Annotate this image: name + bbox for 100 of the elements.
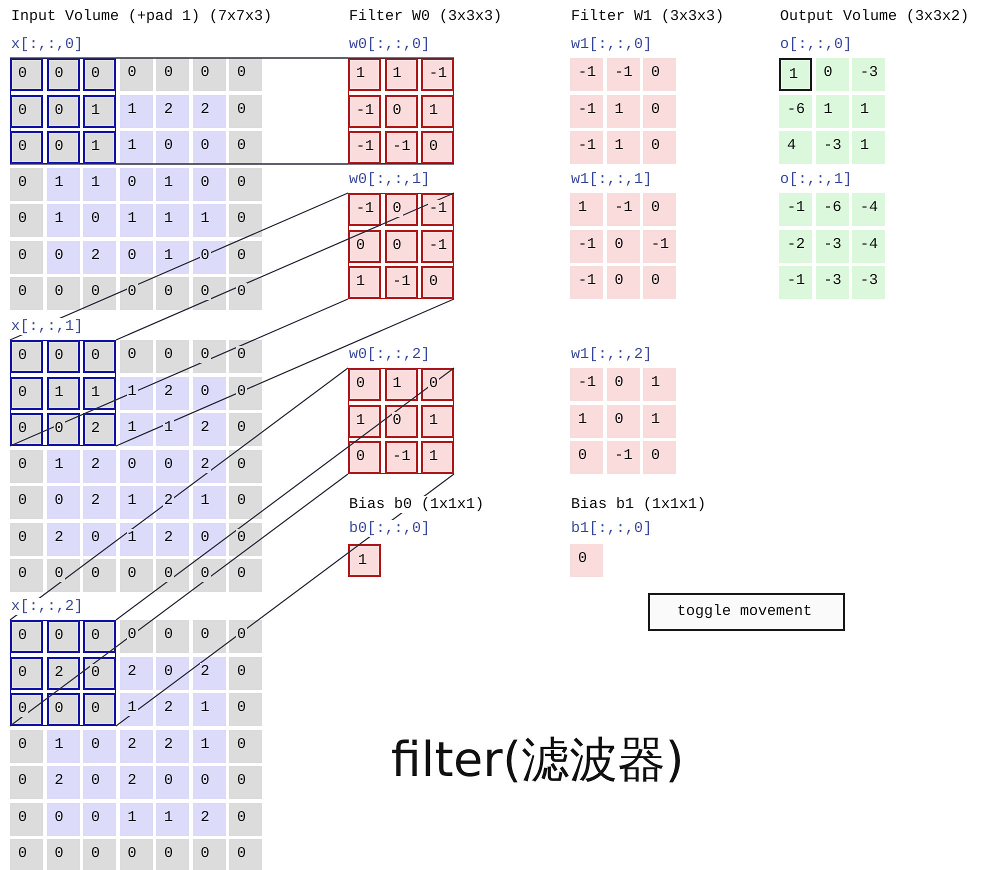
matrix-cell: 0 (120, 340, 152, 373)
matrix-cell: 1 (120, 522, 152, 556)
matrix-cell: 0 (83, 839, 116, 870)
matrix-cell: 0 (46, 277, 80, 310)
matrix-cell: -1 (421, 58, 454, 91)
matrix-cell: 0 (10, 522, 43, 556)
matrix-cell: 0 (192, 58, 226, 91)
matrix-cell: 1 (643, 368, 676, 401)
matrix-cell: 1 (852, 131, 885, 164)
matrix-cell: 0 (120, 839, 152, 870)
matrix-cell: 0 (643, 94, 676, 128)
matrix-cell: 1 (83, 131, 116, 164)
filter-matrix (348, 193, 454, 299)
matrix-cell: 0 (229, 131, 262, 164)
matrix-cell: -1 (384, 131, 418, 164)
matrix-cell: 2 (83, 240, 116, 274)
matrix-cell: 2 (192, 656, 226, 690)
matrix-cell: 1 (192, 693, 226, 726)
matrix-cell: 2 (83, 450, 116, 482)
matrix-cell: 1 (570, 404, 603, 438)
matrix-cell: -1 (570, 94, 603, 128)
matrix-cell: 0 (156, 58, 189, 91)
matrix-cell: -1 (384, 266, 418, 299)
matrix-cell: 0 (192, 559, 226, 592)
matrix-cell: 0 (229, 656, 262, 690)
matrix-cell: -1 (779, 266, 812, 299)
matrix-cell: -1 (384, 441, 418, 474)
matrix-cell: 1 (156, 802, 189, 836)
matrix-cell: 0 (83, 559, 116, 592)
matrix-cell: 0 (83, 693, 116, 726)
matrix-cell: 0 (229, 340, 262, 373)
projection-line (116, 57, 454, 59)
matrix-cell: 0 (606, 230, 640, 262)
matrix-cell: 0 (10, 559, 43, 592)
matrix-cell: 1 (643, 404, 676, 438)
matrix-cell: 0 (10, 450, 43, 482)
matrix-cell: 0 (10, 277, 43, 310)
projection-line (116, 474, 454, 726)
matrix-cell: 1 (120, 204, 152, 237)
matrix-cell: 0 (229, 730, 262, 762)
matrix-cell: 0 (10, 486, 43, 519)
matrix-cell: 0 (348, 368, 381, 401)
matrix-cell: -1 (570, 131, 603, 164)
matrix-cell: 2 (192, 802, 226, 836)
matrix-cell: 0 (192, 839, 226, 870)
matrix-cell: 0 (156, 340, 189, 373)
matrix-cell: 1 (779, 58, 812, 91)
matrix-cell: -4 (852, 230, 885, 262)
matrix-cell: 2 (156, 94, 189, 128)
matrix-cell: 0 (46, 559, 80, 592)
matrix-cell: 0 (643, 131, 676, 164)
matrix-cell: 0 (120, 620, 152, 653)
matrix-cell: 1 (46, 204, 80, 237)
matrix-cell: 1 (192, 486, 226, 519)
matrix-cell: -6 (816, 193, 848, 226)
matrix-cell: 2 (192, 413, 226, 446)
matrix-cell: 0 (192, 277, 226, 310)
matrix-cell: 0 (83, 522, 116, 556)
matrix-cell: 0 (46, 58, 80, 91)
matrix-cell: 0 (83, 656, 116, 690)
filter-matrix (348, 368, 454, 474)
matrix-cell: 0 (384, 193, 418, 226)
matrix-cell: 0 (229, 802, 262, 836)
matrix-cell: 1 (120, 413, 152, 446)
projection-line (116, 192, 454, 341)
matrix-cell: 0 (384, 230, 418, 262)
projection-line (116, 163, 454, 165)
matrix-cell: 2 (120, 766, 152, 799)
filter-matrix (348, 58, 454, 164)
matrix-cell: 1 (348, 404, 381, 438)
matrix-cell: 1 (156, 168, 189, 200)
matrix-cell: 1 (156, 240, 189, 274)
matrix-cell: -3 (816, 131, 848, 164)
matrix-cell: 1 (46, 450, 80, 482)
matrix-cell: 0 (643, 441, 676, 474)
matrix-cell: 2 (192, 94, 226, 128)
matrix-cell: -3 (852, 58, 885, 91)
matrix-cell: 0 (120, 240, 152, 274)
matrix-cell: 0 (120, 277, 152, 310)
matrix-cell: -2 (779, 230, 812, 262)
matrix-cell: 1 (192, 204, 226, 237)
matrix-cell: 0 (229, 58, 262, 91)
matrix-cell: 2 (83, 413, 116, 446)
matrix-cell: 0 (10, 340, 43, 373)
matrix-cell: 0 (643, 266, 676, 299)
matrix-cell: 2 (46, 522, 80, 556)
matrix-cell: 0 (10, 693, 43, 726)
matrix-cell: 1 (348, 266, 381, 299)
matrix-cell: -1 (606, 193, 640, 226)
matrix-cell: 0 (120, 559, 152, 592)
matrix-cell: -1 (606, 58, 640, 91)
matrix-cell: 0 (120, 450, 152, 482)
matrix-cell: 0 (46, 413, 80, 446)
matrix-cell: 0 (816, 58, 848, 91)
matrix-cell: 0 (192, 766, 226, 799)
matrix-cell: 1 (348, 58, 381, 91)
matrix-cell: 0 (10, 58, 43, 91)
matrix-cell: 0 (46, 340, 80, 373)
matrix-cell: 0 (384, 94, 418, 128)
matrix-cell: -1 (348, 94, 381, 128)
